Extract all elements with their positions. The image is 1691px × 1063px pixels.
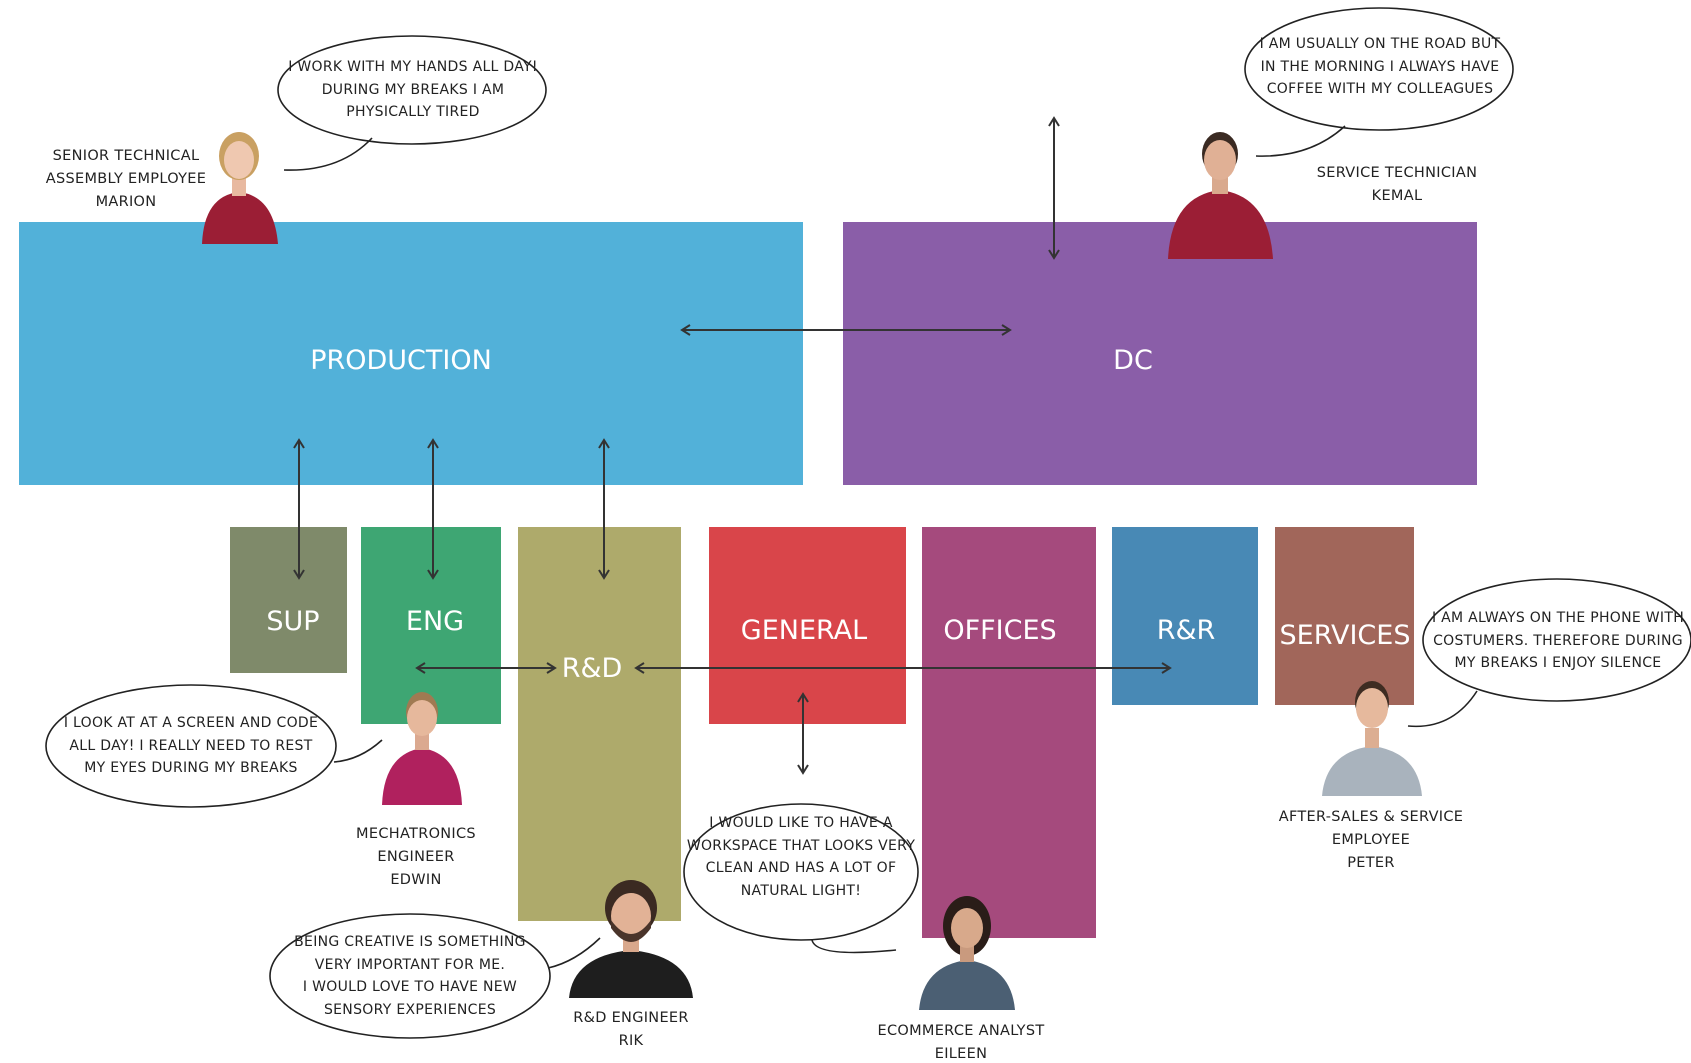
marion-photo	[194, 124, 284, 244]
kemal-bubble	[1244, 7, 1514, 131]
peter-caption: AFTER-SALES & SERVICE EMPLOYEE PETER	[1278, 809, 1464, 871]
peter-bubble	[1422, 578, 1691, 702]
kemal-caption: SERVICE TECHNICIAN KEMAL	[1316, 165, 1478, 204]
rd-label: R&D	[561, 653, 623, 684]
rd-block	[518, 527, 681, 921]
peter-quote: I AM ALWAYS ON THE PHONE WITH COSTUMERS.…	[1431, 610, 1685, 671]
marion-caption: SENIOR TECHNICAL ASSEMBLY EMPLOYEE MARIO…	[45, 148, 207, 210]
peter-photo	[1320, 672, 1424, 796]
general-label: GENERAL	[740, 615, 868, 646]
production-block	[19, 222, 803, 485]
edwin-photo	[380, 688, 464, 805]
eileen-bubble	[683, 803, 919, 941]
rr-block	[1112, 527, 1258, 705]
edwin-bubble	[45, 684, 337, 808]
eileen-quote: I WOULD LIKE TO HAVE A WORKSPACE THAT LO…	[686, 815, 916, 899]
offices-label: OFFICES	[943, 615, 1057, 646]
services-block	[1275, 527, 1414, 705]
rr-label: R&R	[1156, 615, 1216, 646]
rik-quote: BEING CREATIVE IS SOMETHING VERY IMPORTA…	[294, 934, 526, 1018]
sup-block	[230, 527, 347, 673]
rik-photo	[567, 878, 695, 998]
edwin-quote: I LOOK AT AT A SCREEN AND CODE ALL DAY! …	[63, 715, 319, 776]
marion-quote: I WORK WITH MY HANDS ALL DAY! DURING MY …	[288, 59, 538, 120]
dc-label: DC	[1113, 345, 1153, 376]
rik-caption: R&D ENGINEER RIK	[573, 1010, 689, 1049]
offices-block	[922, 527, 1096, 938]
general-block	[709, 527, 906, 724]
kemal-quote: I AM USUALLY ON THE ROAD BUT IN THE MORN…	[1259, 36, 1501, 97]
eileen-caption: ECOMMERCE ANALYST EILEEN	[877, 1023, 1045, 1062]
dc-block	[843, 222, 1477, 485]
eileen-photo	[917, 890, 1017, 1010]
kemal-photo	[1163, 124, 1278, 259]
marion-bubble	[277, 35, 547, 145]
services-label: SERVICES	[1279, 620, 1411, 651]
edwin-caption: MECHATRONICS ENGINEER EDWIN	[356, 826, 476, 888]
rik-bubble	[269, 913, 551, 1039]
production-label: PRODUCTION	[310, 345, 492, 376]
eng-label: ENG	[405, 606, 465, 637]
sup-label: SUP	[266, 606, 320, 637]
